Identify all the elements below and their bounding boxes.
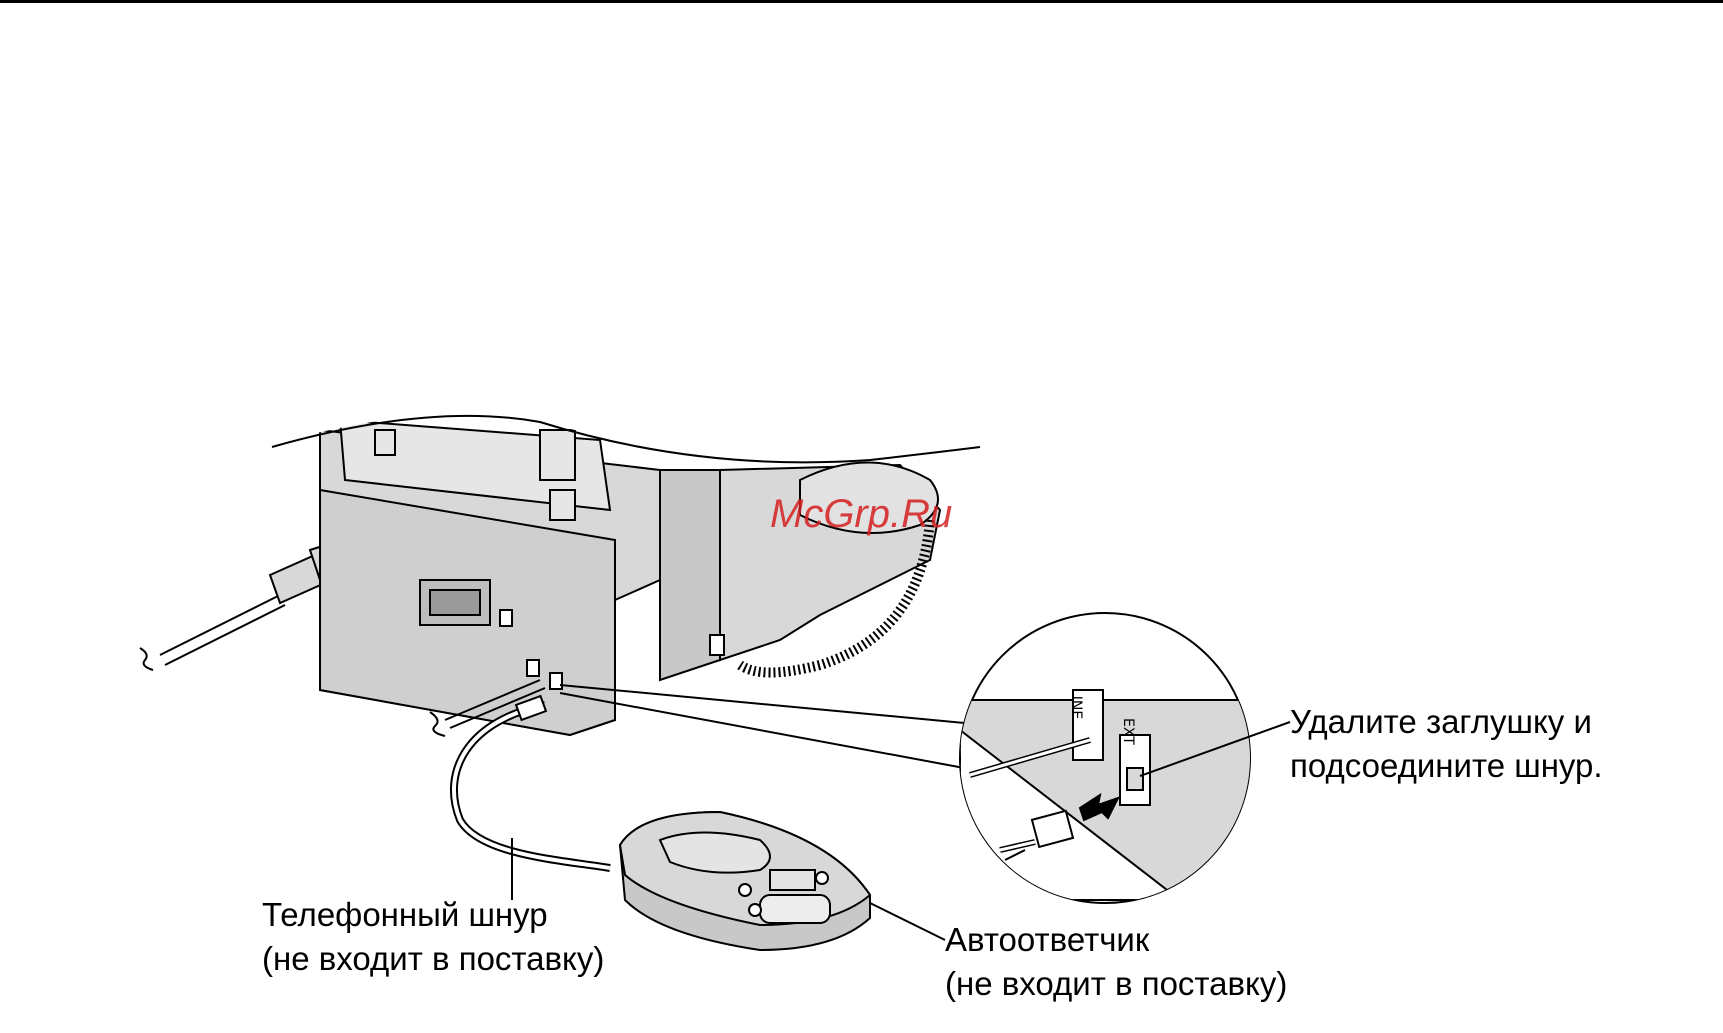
zoom-detail: LINE EXT — [960, 613, 1260, 903]
answering-machine-leader — [870, 903, 945, 940]
watermark: McGrp.Ru — [770, 492, 952, 537]
answering-machine — [620, 812, 870, 950]
callout-lines — [560, 685, 975, 770]
remove-cap-line-1: Удалите заглушку и — [1290, 700, 1603, 744]
phone-cord-label: Телефонный шнур (не входит в поставку) — [262, 893, 604, 981]
phone-cord-line-2: (не входит в поставку) — [262, 937, 604, 981]
ext-port-label: EXT — [1120, 718, 1136, 745]
fax-machine-body — [320, 420, 940, 735]
power-cord — [140, 542, 345, 670]
answering-machine-label: Автоответчик (не входит в поставку) — [945, 918, 1287, 1006]
answering-machine-line-2: (не входит в поставку) — [945, 962, 1287, 1006]
remove-cap-line-2: подсоедините шнур. — [1290, 744, 1603, 788]
answering-machine-line-1: Автоответчик — [945, 918, 1287, 962]
remove-cap-label: Удалите заглушку и подсоедините шнур. — [1290, 700, 1603, 788]
phone-cord-line-1: Телефонный шнур — [262, 893, 604, 937]
line-port-label: LINE — [1068, 688, 1084, 719]
